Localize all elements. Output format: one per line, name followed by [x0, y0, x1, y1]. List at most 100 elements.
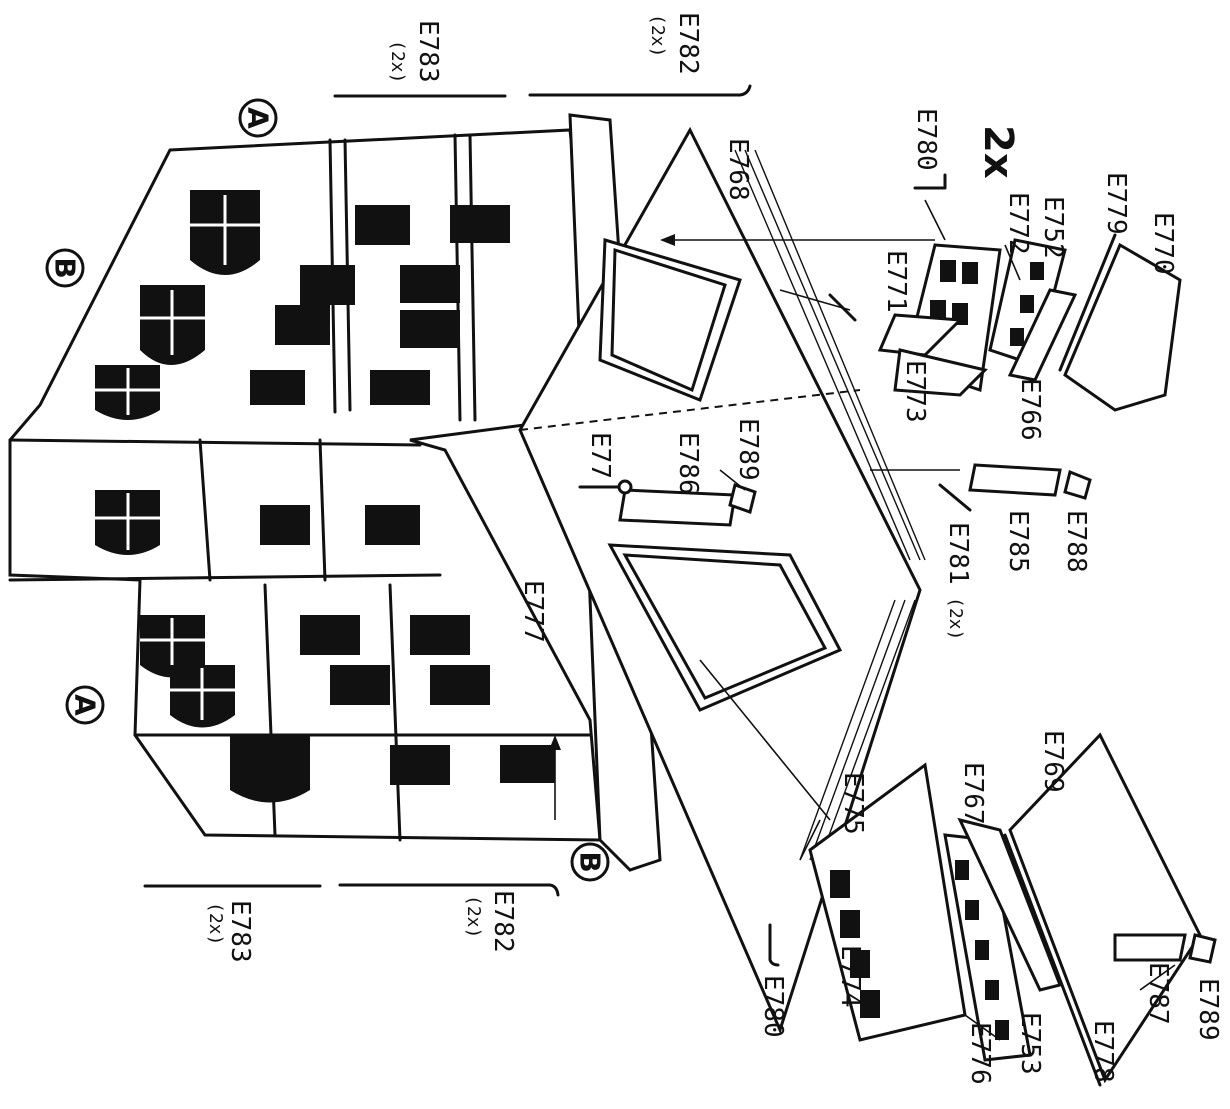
window: [962, 262, 978, 284]
upper-wing-windows: [95, 190, 510, 555]
part-label-e766: E766: [1015, 378, 1045, 441]
window: [230, 735, 310, 803]
window: [190, 190, 260, 275]
window: [830, 870, 850, 898]
window: [250, 370, 305, 405]
part-label-e786: E786: [673, 432, 703, 495]
part-label-e752: E752: [1038, 196, 1068, 259]
part-label-e781: E781: [943, 522, 973, 585]
window: [95, 365, 160, 420]
cap-e789-bottom: [1188, 933, 1217, 964]
part-qty-e783-bottom: (2x): [205, 902, 226, 945]
window: [450, 205, 510, 243]
window: [985, 980, 999, 1000]
rail-e779: [1058, 233, 1117, 372]
window: [95, 490, 160, 555]
window: [860, 990, 880, 1018]
window: [330, 665, 390, 705]
part-label-e771: E771: [881, 250, 911, 313]
part-qty-e782-top: (2x): [647, 14, 668, 57]
window: [140, 285, 205, 365]
floor-band: [388, 583, 402, 842]
rail-e778: [1003, 833, 1102, 1087]
part-label-e753: E753: [1015, 1012, 1045, 1075]
part-label-e77: E77: [585, 432, 615, 479]
cap-e789-mid: [728, 483, 757, 514]
window: [260, 505, 310, 545]
leader: [1139, 964, 1176, 991]
window: [300, 615, 360, 655]
window: [850, 950, 870, 978]
cap-e788: [1063, 469, 1092, 500]
part-e780-top: [913, 173, 947, 190]
part-label-e780-top: E780: [911, 108, 941, 171]
part-qty-e782-bottom: (2x): [463, 895, 484, 938]
arrowhead: [549, 735, 561, 750]
leader: [699, 659, 831, 821]
window: [275, 305, 330, 345]
window: [1020, 295, 1034, 313]
part-label-e788: E788: [1061, 510, 1091, 573]
lower-wing-windows: [140, 615, 555, 803]
part-e781: [938, 483, 972, 512]
window: [840, 910, 860, 938]
window: [400, 310, 460, 348]
part-label-e772: E772: [1003, 192, 1033, 255]
window: [355, 205, 410, 245]
rod-e782-bottom: [338, 883, 560, 897]
leaders: [549, 199, 1176, 1041]
part-label-e774: E774: [835, 945, 865, 1008]
window: [400, 265, 460, 303]
pin-head: [617, 479, 633, 495]
leader: [964, 1014, 1001, 1041]
marker-label: A: [242, 107, 275, 129]
window: [500, 745, 555, 783]
part-label-e779: E779: [1101, 172, 1131, 235]
window: [140, 615, 205, 678]
chimney-e785: [968, 463, 1062, 497]
window: [300, 265, 355, 305]
leader: [719, 469, 746, 491]
part-label-e789-bottom: E789: [1193, 978, 1223, 1041]
roof-sheet: [518, 126, 960, 1035]
part-label-e778: E778: [1088, 1020, 1118, 1083]
part-qty-e783-top: (2x): [387, 40, 408, 83]
top-parts: [333, 84, 1182, 512]
marker-b-bottom: B: [570, 842, 610, 882]
multiplier-label: 2x: [975, 125, 1021, 179]
window: [1010, 328, 1024, 346]
window: [390, 745, 450, 785]
hatched-strip-e767: [957, 817, 1063, 992]
marker-a-top: A: [238, 98, 278, 138]
chimney-e786: [618, 488, 737, 527]
window: [975, 940, 989, 960]
window: [995, 1020, 1009, 1040]
part-label-e782-top: E782: [673, 12, 703, 75]
marker-a-bottom: A: [65, 685, 105, 725]
part-label-e775: E775: [838, 772, 868, 835]
part-label-e777: E777: [518, 580, 548, 643]
window: [365, 505, 420, 545]
window: [940, 260, 956, 282]
gable-e773: [893, 348, 988, 397]
window: [410, 615, 470, 655]
part-label-e770: E770: [1148, 212, 1178, 275]
marker-label: A: [69, 694, 102, 716]
roof-panel-e770: [1063, 242, 1182, 412]
window: [170, 665, 235, 728]
part-label-e782-bottom: E782: [488, 890, 518, 953]
window: [965, 900, 979, 920]
rod-e782-top: [528, 84, 752, 97]
part-label-e783-bottom: E783: [225, 900, 255, 963]
chimney-e787: [1113, 933, 1187, 962]
dormer-opening-inner: [610, 247, 727, 393]
marker-label: B: [574, 851, 607, 872]
corner-edge: [8, 438, 422, 447]
part-label-e783-top: E783: [413, 20, 443, 83]
arrow: [799, 819, 821, 861]
roof-ribs: [734, 149, 926, 861]
dormer-opening-inner: [622, 553, 828, 700]
corner-band: [198, 438, 212, 582]
part-label-e789-mid: E789: [733, 418, 763, 481]
